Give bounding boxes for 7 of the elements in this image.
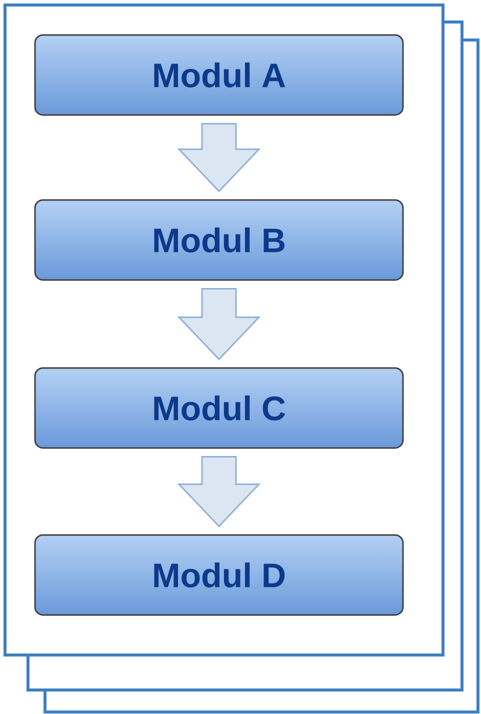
module-box: Modul A (34, 34, 404, 116)
block-arrow (177, 288, 261, 360)
module-box: Modul C (34, 367, 404, 449)
block-arrow (177, 123, 261, 192)
module-box: Modul B (34, 199, 404, 281)
module-box: Modul D (34, 534, 404, 616)
block-arrow (177, 456, 261, 528)
